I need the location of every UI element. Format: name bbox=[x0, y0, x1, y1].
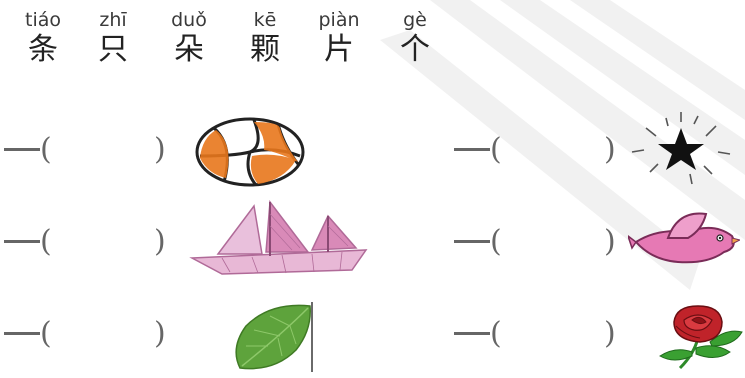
sailboat-icon bbox=[189, 200, 368, 275]
word-hanzi: 朵 bbox=[174, 32, 204, 67]
close-paren: ) bbox=[604, 132, 616, 167]
blank-prefix-yi bbox=[454, 148, 490, 151]
open-paren: ( bbox=[490, 224, 502, 259]
word-hanzi: 条 bbox=[28, 32, 58, 67]
word-hanzi: 颗 bbox=[250, 32, 280, 67]
blank-prefix-yi bbox=[454, 332, 490, 335]
close-paren: ) bbox=[604, 224, 616, 259]
blank-prefix-yi bbox=[4, 240, 40, 243]
word-pinyin: tiáo bbox=[25, 9, 61, 31]
open-paren: ( bbox=[490, 132, 502, 167]
word-pinyin: duǒ bbox=[171, 9, 207, 31]
answer-blank-6[interactable]: ( ) bbox=[454, 318, 624, 378]
answer-blank-1[interactable]: ( ) bbox=[4, 134, 174, 194]
answer-blank-2[interactable]: ( ) bbox=[454, 134, 624, 194]
word-ke: kē 颗 bbox=[232, 8, 298, 68]
word-duo: duǒ 朵 bbox=[156, 8, 222, 68]
bird-icon bbox=[628, 212, 740, 264]
word-pinyin: kē bbox=[253, 9, 277, 31]
word-pinyin: gè bbox=[403, 9, 427, 31]
word-hanzi: 只 bbox=[98, 32, 128, 67]
word-hanzi: 片 bbox=[324, 32, 354, 67]
word-tiao: tiáo 条 bbox=[10, 8, 76, 68]
blank-prefix-yi bbox=[454, 240, 490, 243]
leaf-icon bbox=[235, 302, 313, 372]
word-pinyin: zhī bbox=[99, 9, 127, 31]
word-hanzi: 个 bbox=[400, 32, 430, 67]
answer-blank-5[interactable]: ( ) bbox=[4, 318, 174, 378]
word-zhi: zhī 只 bbox=[80, 8, 146, 68]
answer-blank-3[interactable]: ( ) bbox=[4, 226, 174, 286]
open-paren: ( bbox=[40, 316, 52, 351]
word-pinyin: piàn bbox=[318, 9, 360, 31]
blank-prefix-yi bbox=[4, 148, 40, 151]
close-paren: ) bbox=[604, 316, 616, 351]
open-paren: ( bbox=[40, 132, 52, 167]
open-paren: ( bbox=[490, 316, 502, 351]
rose-icon bbox=[659, 305, 743, 370]
volleyball-icon bbox=[195, 117, 305, 187]
word-ge: gè 个 bbox=[382, 8, 448, 68]
star-icon bbox=[631, 112, 731, 185]
close-paren: ) bbox=[154, 316, 166, 351]
answer-blank-4[interactable]: ( ) bbox=[454, 226, 624, 286]
close-paren: ) bbox=[154, 224, 166, 259]
open-paren: ( bbox=[40, 224, 52, 259]
word-pian: piàn 片 bbox=[306, 8, 372, 68]
close-paren: ) bbox=[154, 132, 166, 167]
blank-prefix-yi bbox=[4, 332, 40, 335]
